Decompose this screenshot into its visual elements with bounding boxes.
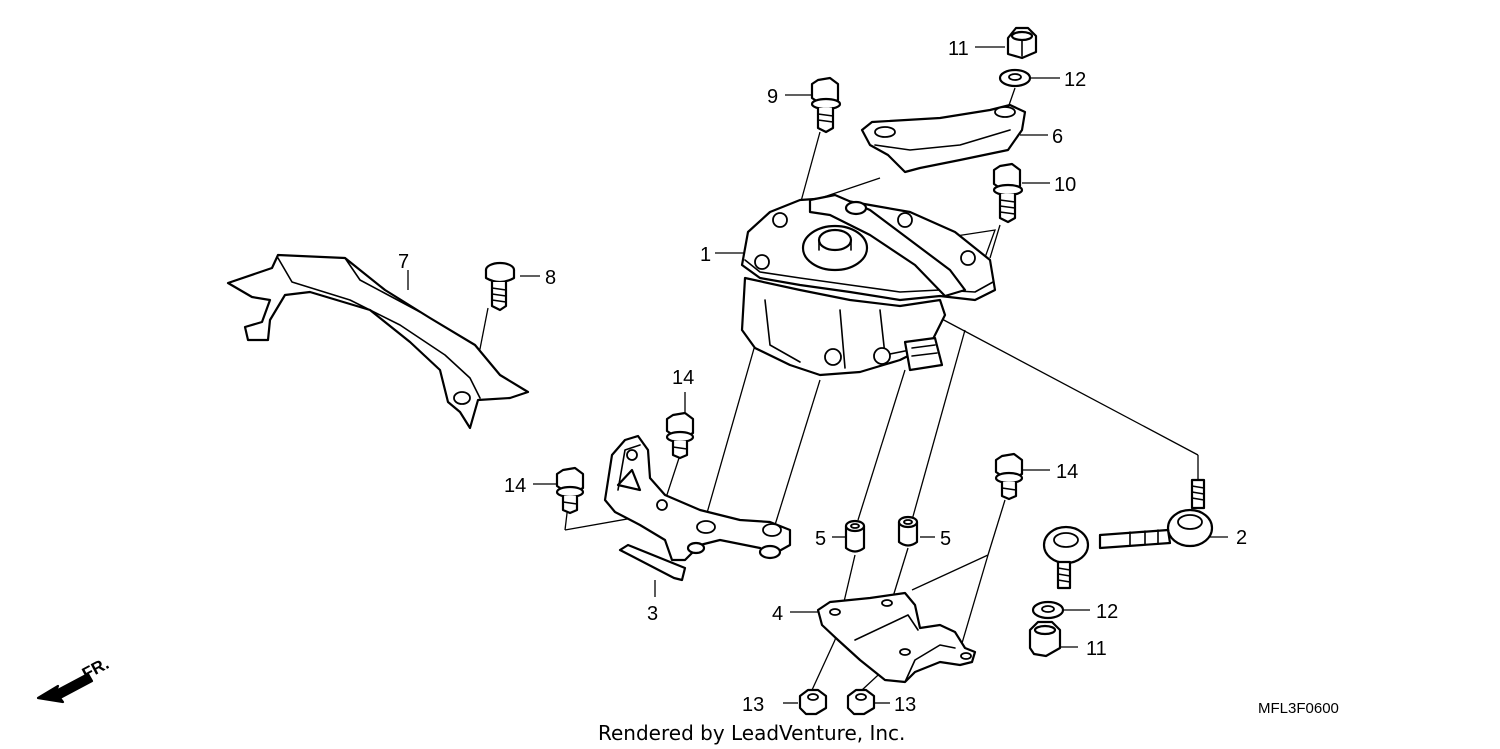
callout-11-lower: 11 — [1086, 638, 1107, 660]
part-3-bracket — [603, 434, 792, 582]
part-5-collar-left — [844, 519, 866, 553]
callout-7: 7 — [398, 251, 409, 273]
part-2-link-rod — [1042, 478, 1214, 590]
callout-14-upper: 14 — [672, 367, 694, 389]
part-11-nut-top — [1006, 26, 1038, 60]
part-10-bolt — [992, 162, 1024, 224]
callout-labels: 1 2 3 4 5 5 6 7 8 9 10 11 11 12 12 13 13… — [398, 38, 1247, 716]
part-11-nut-lower — [1028, 620, 1062, 658]
callout-11-top: 11 — [948, 38, 969, 60]
callout-13-left: 13 — [742, 694, 764, 716]
part-14-bolt-left-lower — [555, 466, 585, 515]
callout-14-left: 14 — [504, 475, 526, 497]
part-12-washer-top — [998, 68, 1032, 88]
callout-9: 9 — [767, 86, 778, 108]
render-credit: Rendered by LeadVenture, Inc. — [598, 721, 905, 745]
part-4-plate — [816, 591, 977, 684]
part-1-actuator — [740, 193, 997, 377]
callout-3: 3 — [647, 603, 658, 625]
callout-5-right: 5 — [940, 528, 951, 550]
callout-4: 4 — [772, 603, 783, 625]
part-6-top-bracket — [860, 103, 1027, 174]
part-8-screw — [484, 261, 516, 312]
part-13-nut-right — [846, 688, 876, 716]
callout-8: 8 — [545, 267, 556, 289]
part-14-bolt-left-upper — [665, 411, 695, 460]
callout-13-right: 13 — [894, 694, 916, 716]
part-9-bolt — [810, 76, 842, 134]
diagram-code: MFL3F0600 — [1258, 700, 1339, 717]
callout-12-lower: 12 — [1096, 601, 1118, 623]
part-12-washer-lower — [1031, 600, 1065, 620]
front-direction-arrow-icon: FR. — [36, 654, 112, 704]
callout-12-top: 12 — [1064, 69, 1086, 91]
callout-5-left: 5 — [815, 528, 826, 550]
callout-14-right: 14 — [1056, 461, 1078, 483]
callout-10: 10 — [1054, 174, 1076, 196]
part-5-collar-right — [897, 515, 919, 547]
callout-6: 6 — [1052, 126, 1063, 148]
callout-2: 2 — [1236, 527, 1247, 549]
part-14-bolt-right — [994, 452, 1024, 501]
part-13-nut-left — [798, 688, 828, 716]
callout-1: 1 — [700, 244, 711, 266]
part-7-bracket — [226, 253, 530, 430]
